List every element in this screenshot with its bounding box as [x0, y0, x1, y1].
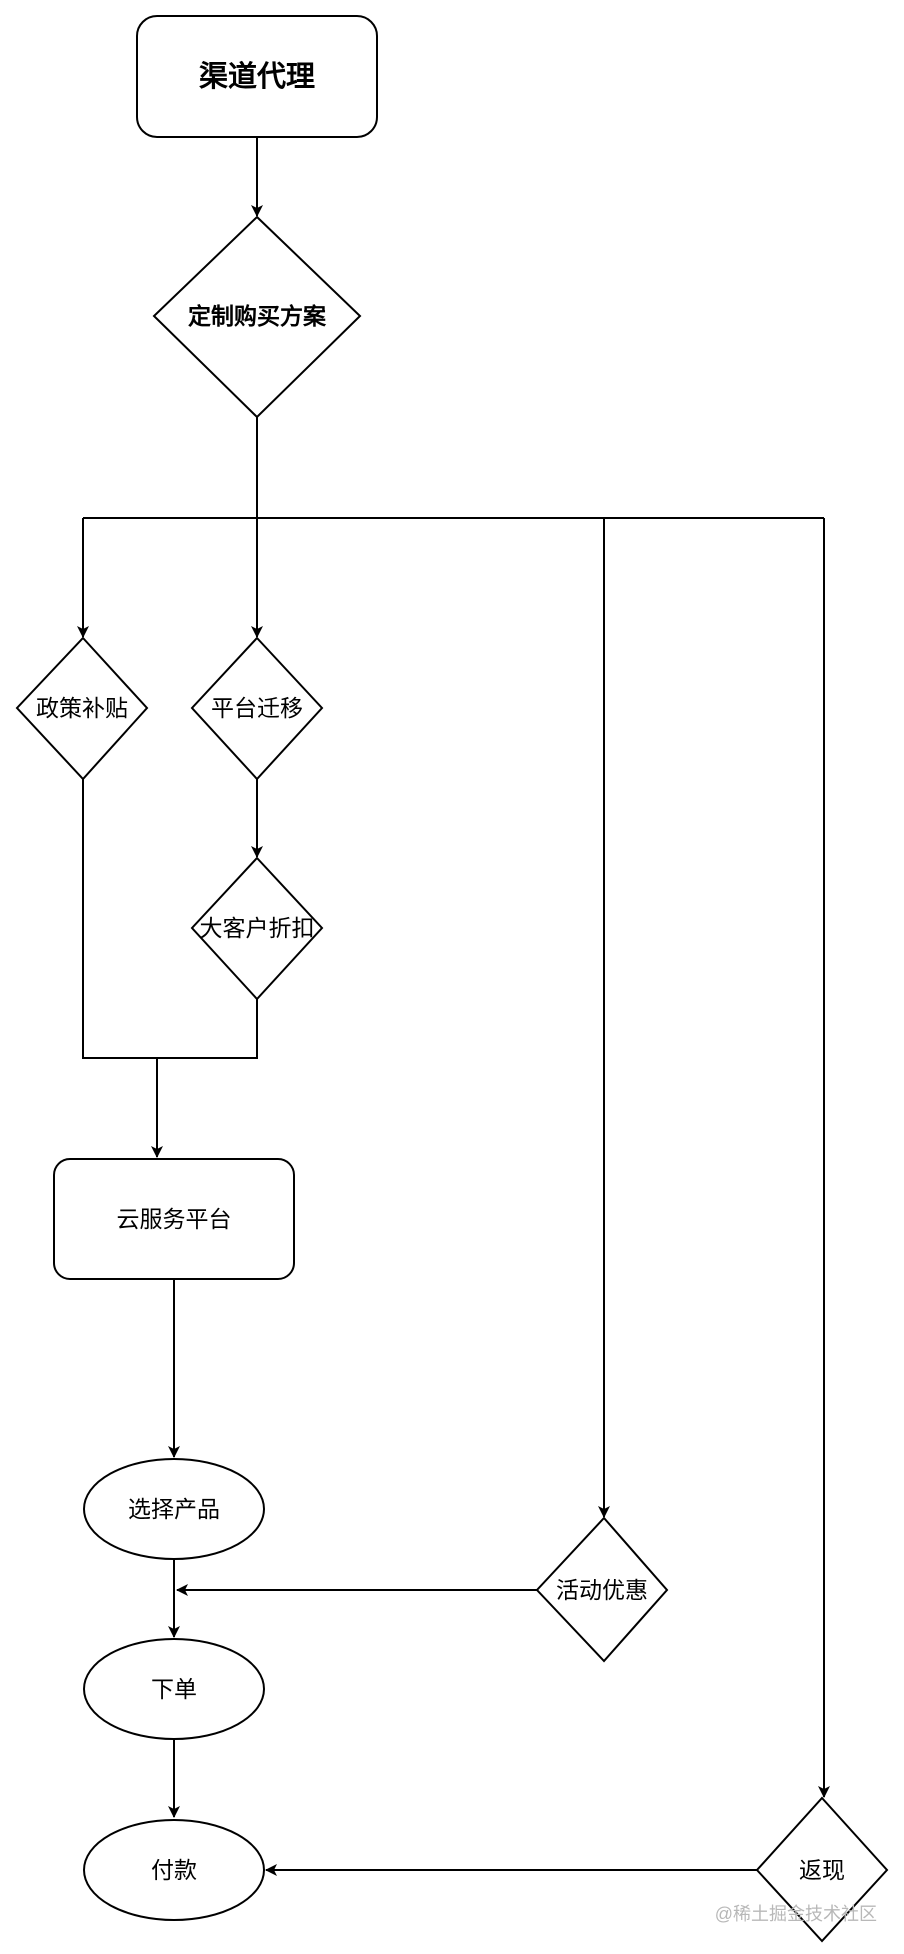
- node-key-account-discount-label: 大客户折扣: [200, 915, 315, 941]
- node-cashback-label: 返现: [799, 1857, 845, 1883]
- node-policy-subsidy[interactable]: 政策补贴: [15, 636, 149, 781]
- node-payment[interactable]: 付款: [83, 1819, 265, 1921]
- node-select-product-label: 选择产品: [128, 1496, 220, 1522]
- node-cloud-platform[interactable]: 云服务平台: [53, 1158, 295, 1280]
- watermark: @稀土掘金技术社区: [715, 1904, 877, 1924]
- node-platform-migration[interactable]: 平台迁移: [190, 636, 324, 781]
- node-channel-agent-label: 渠道代理: [199, 60, 315, 93]
- node-promotion-label: 活动优惠: [556, 1577, 648, 1603]
- edges: [77, 137, 830, 1876]
- node-custom-plan[interactable]: 定制购买方案: [152, 215, 362, 419]
- edge-policy-merge: [82, 779, 258, 1059]
- node-cashback[interactable]: 返现: [755, 1796, 889, 1943]
- node-payment-label: 付款: [151, 1857, 197, 1883]
- node-policy-subsidy-label: 政策补贴: [36, 695, 128, 721]
- node-cloud-platform-label: 云服务平台: [117, 1206, 232, 1232]
- node-place-order[interactable]: 下单: [83, 1638, 265, 1740]
- node-promotion[interactable]: 活动优惠: [535, 1516, 669, 1663]
- node-key-account-discount[interactable]: 大客户折扣: [190, 856, 324, 1001]
- node-place-order-label: 下单: [151, 1676, 197, 1702]
- node-custom-plan-label: 定制购买方案: [188, 303, 327, 329]
- node-channel-agent[interactable]: 渠道代理: [136, 15, 378, 138]
- node-platform-migration-label: 平台迁移: [211, 695, 303, 721]
- node-select-product[interactable]: 选择产品: [83, 1458, 265, 1560]
